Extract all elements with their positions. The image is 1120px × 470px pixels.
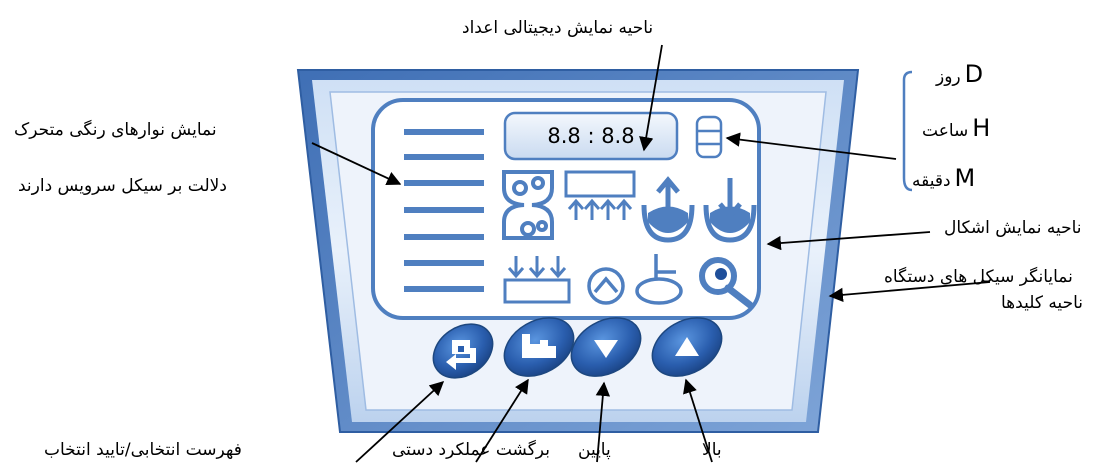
up-arrow bbox=[683, 378, 713, 463]
unit-minute-word: دقیقه bbox=[912, 171, 951, 191]
valve-icon bbox=[635, 254, 683, 305]
label-color-bars-line2: دلالت بر سیکل سرویس دارند bbox=[18, 176, 227, 196]
upflow-tank-icon bbox=[564, 170, 636, 220]
regeneration-up-icon bbox=[641, 176, 695, 243]
label-color-bars-line1: نمایش نوارهای رنگی متحرک bbox=[14, 120, 217, 140]
down-button[interactable] bbox=[561, 306, 651, 388]
menu-confirm-button[interactable] bbox=[423, 313, 503, 389]
digital-readout: 8.8 : 8.8 bbox=[547, 124, 635, 148]
color-bars-arrow bbox=[311, 142, 402, 186]
label-shapes-area: ناحیه نمایش اشکال bbox=[944, 218, 1082, 238]
unit-hour-letter: H bbox=[972, 114, 991, 142]
label-keys-area: ناحیه کلیدها bbox=[1001, 293, 1083, 313]
arrow-down-icon bbox=[594, 340, 618, 358]
up-button[interactable] bbox=[642, 306, 732, 388]
label-down: پایین bbox=[578, 440, 611, 460]
hourglass-icon bbox=[502, 170, 554, 240]
manual-return-arrow bbox=[475, 378, 529, 463]
callout-arrows bbox=[311, 44, 991, 463]
unit-day-letter: D bbox=[964, 60, 984, 88]
clock-dial-icon bbox=[587, 267, 625, 305]
label-cycles-indicator: نمایانگر سیکل های دستگاه bbox=[884, 267, 1073, 287]
digital-display-arrow bbox=[639, 44, 663, 152]
arrow-up-icon bbox=[675, 337, 699, 356]
manual-return-button[interactable] bbox=[494, 306, 584, 388]
menu-confirm-icon bbox=[446, 340, 476, 370]
manual-hand-icon bbox=[522, 334, 556, 358]
label-up: بالا bbox=[702, 440, 722, 460]
digital-display bbox=[503, 111, 679, 161]
brine-tank-icon bbox=[503, 256, 571, 304]
menu-confirm-arrow bbox=[355, 381, 445, 463]
service-bars-icon bbox=[404, 129, 484, 292]
unit-hour-word: ساعت bbox=[922, 121, 969, 141]
display-mode-icon bbox=[695, 115, 723, 159]
unit-day-word: روز bbox=[936, 67, 961, 87]
down-arrow bbox=[595, 381, 611, 463]
label-menu-confirm: فهرست انتخابی/تایید انتخاب bbox=[44, 440, 242, 460]
shapes-area-arrow bbox=[766, 231, 931, 251]
keys-area-arrow bbox=[828, 281, 991, 303]
label-manual-return: برگشت عملکرد دستی bbox=[392, 440, 550, 460]
label-digital-display-area: ناحیه نمایش دیجیتالی اعداد bbox=[462, 18, 654, 38]
display-mode-arrow bbox=[725, 132, 897, 160]
search-inspect-icon bbox=[699, 257, 754, 309]
unit-bracket bbox=[902, 70, 913, 192]
backwash-down-icon bbox=[703, 178, 757, 243]
unit-minute-letter: M bbox=[954, 164, 976, 192]
